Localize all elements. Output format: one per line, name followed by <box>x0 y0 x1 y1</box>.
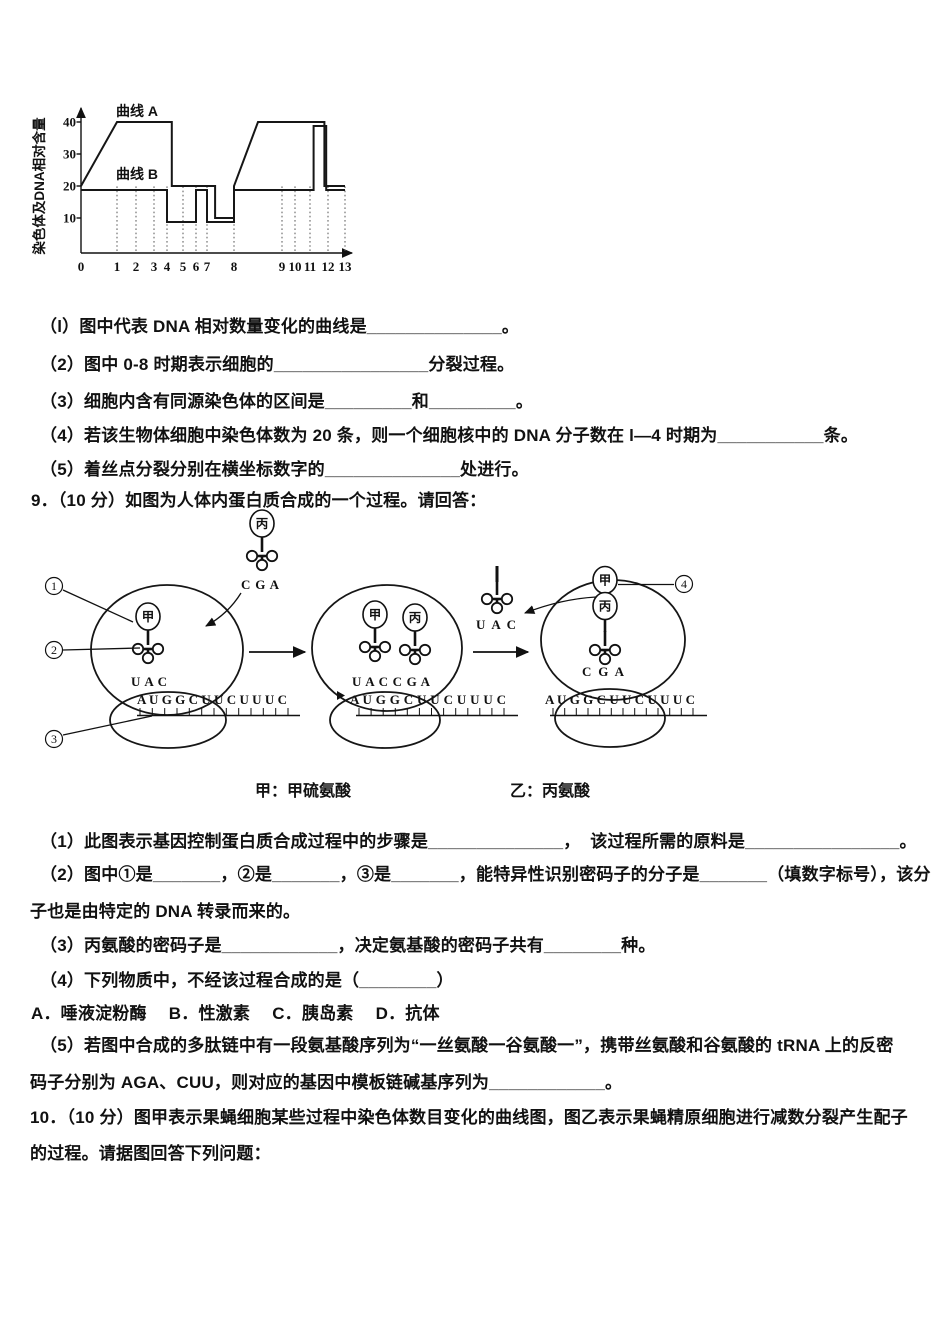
x-tick-label: 5 <box>180 259 187 274</box>
ribosome-small-subunit <box>329 691 441 749</box>
q10-line-1: 10．（10 分）图甲表示果蝇细胞某些过程中染色体数目变化的曲线图，图乙表示果蝇… <box>30 1108 908 1127</box>
caption-jia: 甲：甲硫氨酸 <box>255 781 352 800</box>
mrna-start-pointer <box>337 691 345 700</box>
x-tick-label: 8 <box>231 259 238 274</box>
anticodons-uac-cga: U A C C G A <box>352 674 431 689</box>
q8-item-5: （5）着丝点分裂分别在横坐标数字的______________处进行。 <box>40 460 529 479</box>
y-tick-label: 40 <box>63 115 76 130</box>
trna-release-arrow <box>524 596 597 614</box>
marker1-number: 1 <box>51 579 57 593</box>
y-axis-label: 染色体及DNA相对含量 <box>31 117 47 255</box>
q9-header: 9．（10 分）如图为人体内蛋白质合成的一个过程。请回答： <box>31 491 487 510</box>
amino-acid-jia <box>362 600 388 629</box>
amino-acid-bing <box>592 591 618 621</box>
q8-item-1: （l）图中代表 DNA 相对数量变化的曲线是______________。 <box>40 317 520 336</box>
curve-B-label: 曲线 B <box>116 166 158 182</box>
q9-item-2-cont: 子也是由特定的 DNA 转录而来的。 <box>30 902 301 921</box>
mrna-base-ticks <box>358 708 505 715</box>
leaving-trna: U A C <box>476 566 597 632</box>
q8-item-3: （3）细胞内含有同源染色体的区间是_________和_________。 <box>40 392 534 411</box>
x-tick-label: 3 <box>151 259 158 274</box>
ribosome-small-subunit <box>554 688 666 748</box>
amino-acid-bing-label: 丙 <box>256 517 269 531</box>
amino-acid-jia-label: 甲 <box>599 574 612 588</box>
marker2-leader <box>62 647 141 651</box>
x-tick-label: 10 <box>289 259 302 274</box>
translation-diagram: A U G G C U U C U U U C 甲 U A C 丙 C G A … <box>44 509 707 800</box>
ribosome-large-subunit <box>311 584 463 712</box>
y-tick-label: 20 <box>63 179 76 194</box>
incoming-trna-arrow <box>205 592 242 627</box>
ribosome-panel-1: A U G G C U U C U U U C 甲 U A C 丙 C G A … <box>44 509 300 749</box>
marker4-circle <box>674 574 694 594</box>
q9-item-4-options: A．唾液淀粉酶 B．性激素 C．胰岛素 D．抗体 <box>31 1004 440 1023</box>
x-tick-label: 1 <box>114 259 121 274</box>
mrna-base-ticks <box>552 708 694 715</box>
y-tick-label: 30 <box>63 147 76 162</box>
ribosome-panel-2: A U G G C U U C U U U C 甲 丙 U A C C G A <box>311 584 518 749</box>
y-tick-label: 10 <box>63 211 76 226</box>
x-tick-label: 12 <box>322 259 335 274</box>
free-trna-anticodon-cga: C G A <box>241 577 280 592</box>
mrna-base-ticks <box>139 708 289 715</box>
x-tick-label: 0 <box>78 259 85 274</box>
curve-A-line <box>80 121 345 219</box>
anticodon-cga: C G A <box>582 664 625 679</box>
amino-acid-bing-label: 丙 <box>599 600 612 614</box>
caption-yi: 乙：丙氨酸 <box>510 781 591 800</box>
x-tick-label: 7 <box>204 259 211 274</box>
marker2-number: 2 <box>51 643 57 657</box>
amino-acid-bing <box>249 509 275 538</box>
q8-item-2: （2）图中 0-8 时期表示细胞的________________分裂过程。 <box>40 355 515 374</box>
marker2-circle <box>44 640 64 660</box>
q9-item-2: （2）图中①是_______，②是_______，③是_______，能特异性识… <box>40 865 931 884</box>
curve-A-label: 曲线 A <box>116 103 158 119</box>
q8-item-4: （4）若该生物体细胞中染色体数为 20 条，则一个细胞核中的 DNA 分子数在 … <box>40 426 859 445</box>
marker3-number: 3 <box>51 732 57 746</box>
x-tick-label: 2 <box>133 259 140 274</box>
curve-B-line <box>81 125 345 223</box>
amino-acid-jia <box>135 602 161 631</box>
marker3-circle <box>44 729 64 749</box>
q10-line-2: 的过程。请据图回答下列问题： <box>30 1144 271 1163</box>
x-tick-label: 4 <box>164 259 171 274</box>
q9-item-5: （5）若图中合成的多肽链中有一段氨基酸序列为“一丝氨酸一谷氨酸一”，携带丝氨酸和… <box>40 1036 894 1055</box>
marker4-number: 4 <box>681 577 687 591</box>
amino-acid-jia-label: 甲 <box>369 608 382 622</box>
x-tick-label: 9 <box>279 259 286 274</box>
ribosome-panel-3: A U G G C U U C U U U C 甲 丙 C G A 4 <box>540 565 707 748</box>
x-tick-label: 11 <box>304 259 316 274</box>
mrna-sequence: A U G G C U U C U U U C <box>350 692 506 707</box>
marker1-circle <box>44 576 64 596</box>
mrna-sequence: A U G G C U U C U U U C <box>137 692 287 707</box>
amino-acid-bing-label: 丙 <box>409 611 422 625</box>
x-tick-label: 13 <box>339 259 353 274</box>
leaving-trna-anticodon-uac: U A C <box>476 617 516 632</box>
mrna-sequence: A U G G C U U C U U U C <box>545 692 695 707</box>
amino-acid-jia-label: 甲 <box>142 610 155 624</box>
ribosome-small-subunit <box>109 691 227 749</box>
amino-acid-bing <box>402 603 428 632</box>
anticodon-uac: U A C <box>131 674 167 689</box>
q9-item-5-cont: 码子分别为 AGA、CUU，则对应的基因中模板链碱基序列为___________… <box>30 1073 623 1092</box>
q9-item-1: （1）此图表示基因控制蛋白质合成过程中的步骤是______________， 该… <box>40 832 917 851</box>
x-tick-label: 6 <box>193 259 200 274</box>
marker1-leader <box>62 589 134 623</box>
q9-item-4: （4）下列物质中，不经该过程合成的是（________） <box>40 971 454 990</box>
marker3-leader <box>62 715 153 736</box>
q9-item-3: （3）丙氨酸的密码子是____________，决定氨基酸的密码子共有_____… <box>40 936 656 955</box>
